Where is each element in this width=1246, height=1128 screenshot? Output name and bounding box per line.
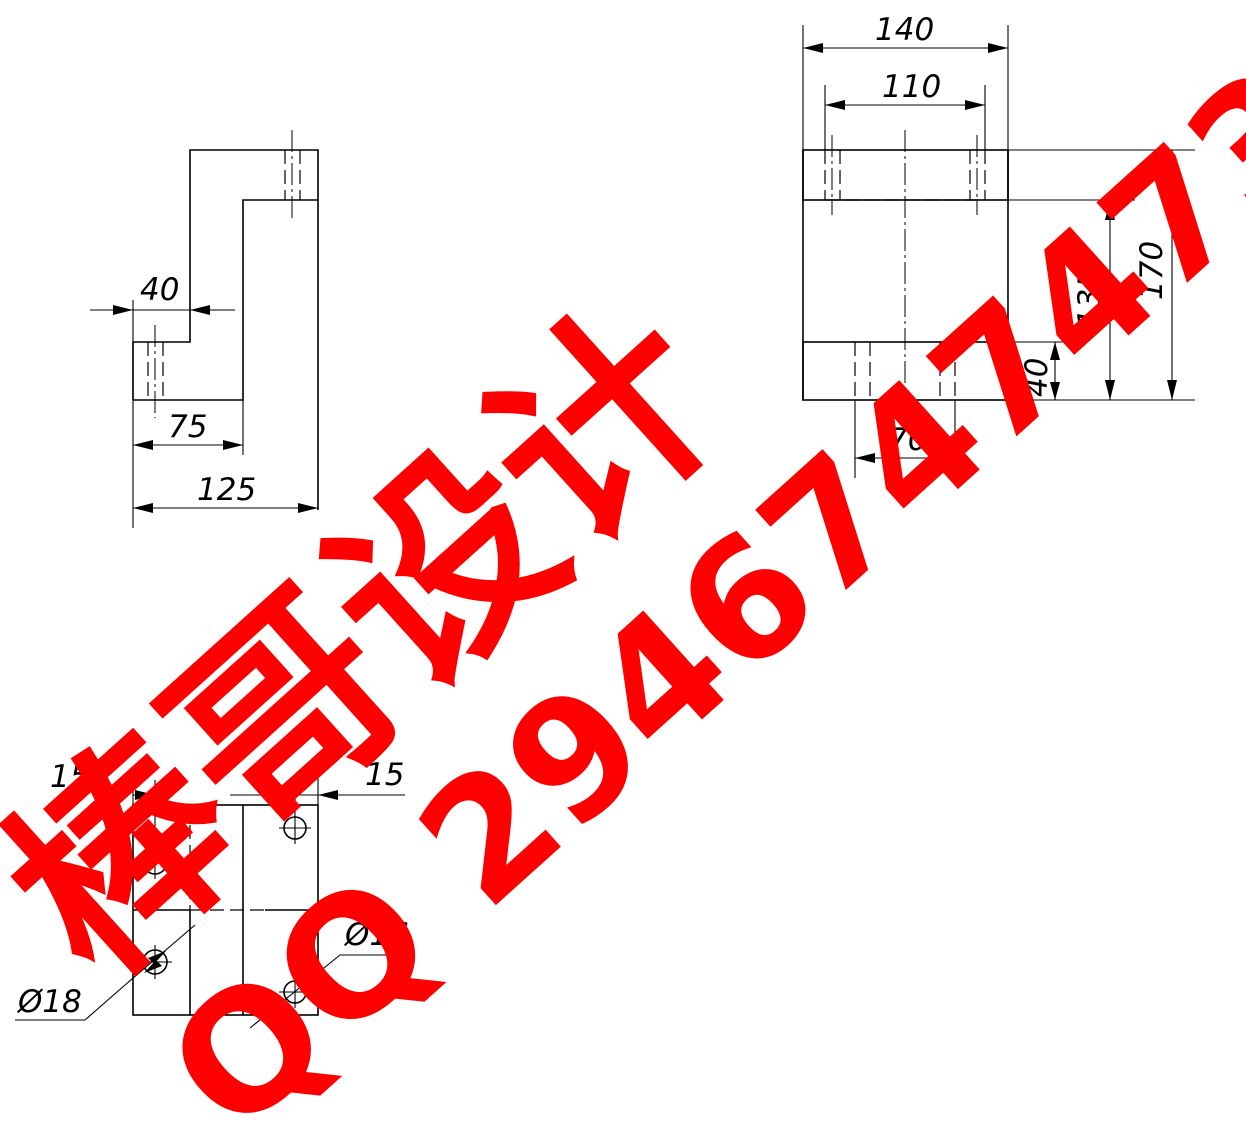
side-view: 40 75 125 (90, 130, 319, 528)
front-view: 140 110 170 135 40 70 (802, 12, 1195, 478)
dim-40-side: 40 (140, 272, 179, 308)
dim-140-front: 140 (875, 12, 934, 48)
dim-dia18: Ø18 (16, 984, 82, 1020)
dim-110-front: 110 (882, 69, 941, 105)
dim-70-front: 70 (888, 422, 927, 458)
dim-dia16: Ø16 (343, 917, 409, 953)
dim-15-top-left: 15 (50, 759, 89, 795)
dim-15-top-right: 15 (365, 757, 404, 793)
dim-40-front: 40 (1019, 358, 1055, 397)
top-view: 15 15 Ø18 Ø16 (15, 757, 409, 1029)
watermark: 棒哥设计 QQ 2946747473 (0, 32, 1246, 1128)
dim-170-front: 170 (1134, 241, 1170, 300)
dim-75-side: 75 (168, 409, 207, 445)
dim-135-front: 135 (1072, 269, 1108, 328)
dim-125-side: 125 (197, 472, 256, 508)
